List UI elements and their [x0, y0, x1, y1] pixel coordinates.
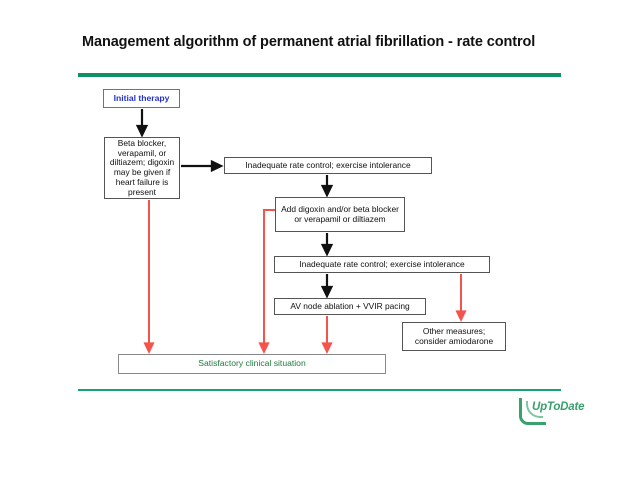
title-divider-top: [78, 73, 561, 77]
node-add-digoxin-beta-blocker[interactable]: Add digoxin and/or beta blocker or verap…: [275, 197, 405, 232]
node-satisfactory-clinical-situation[interactable]: Satisfactory clinical situation: [118, 354, 386, 374]
footer-divider-bottom: [78, 389, 561, 391]
node-inadequate-rate-control-2[interactable]: Inadequate rate control; exercise intole…: [274, 256, 490, 273]
uptodate-logo: UpToDate: [519, 398, 587, 425]
node-av-node-ablation-vvir-pacing[interactable]: AV node ablation + VVIR pacing: [274, 298, 426, 315]
logo-bracket-icon: [519, 398, 546, 425]
logo-wordmark: UpToDate: [532, 401, 585, 413]
node-other-measures-amiodarone[interactable]: Other measures; consider amiodarone: [402, 322, 506, 351]
node-initial-therapy[interactable]: Initial therapy: [103, 89, 180, 108]
page-title: Management algorithm of permanent atrial…: [82, 34, 536, 50]
logo-arc-icon: [526, 401, 543, 418]
edge-add-to-satisfactory: [258, 209, 275, 354]
node-beta-blocker-verapamil-diltiazem[interactable]: Beta blocker, verapamil, or diltiazem; d…: [104, 137, 180, 199]
node-inadequate-rate-control-1[interactable]: Inadequate rate control; exercise intole…: [224, 157, 432, 174]
